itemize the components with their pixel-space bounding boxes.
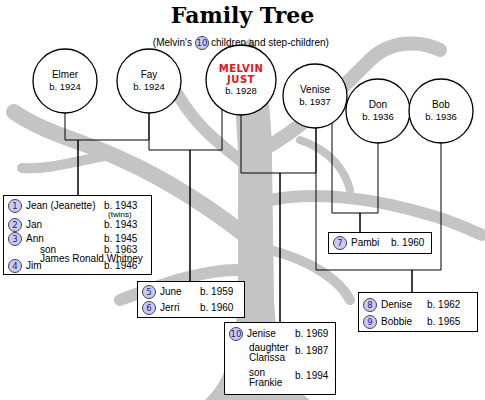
descent-line: [190, 109, 222, 281]
person-text: Ann: [26, 233, 44, 245]
person-text: b. 1962: [427, 299, 460, 311]
person-name: Fay: [141, 69, 158, 81]
person-text: Jean (Jeanette): [26, 200, 96, 212]
parent-circle: Bobb. 1936: [408, 78, 474, 144]
circle-outline: [346, 79, 410, 143]
person-text: Denise: [381, 299, 412, 311]
parent-circle: MELVIN JUSTb. 1928: [205, 44, 277, 116]
person-name: Don: [369, 99, 387, 111]
person-name: MELVIN JUST: [213, 63, 269, 85]
callout-number: 2: [8, 218, 22, 232]
person-text: Bobbie: [381, 316, 412, 328]
tree-branch: [300, 140, 350, 190]
person-text: b. 1943: [104, 219, 137, 231]
person-text: b. 1994: [295, 370, 328, 382]
person-text: b. 1987: [295, 345, 328, 357]
person-text: Jenise: [247, 328, 276, 340]
circle-outline: [117, 49, 181, 113]
person-text: b. 1959: [200, 286, 233, 298]
callout-number: 4: [8, 259, 22, 273]
person-text: Clarissa: [249, 352, 285, 364]
descent-line: [65, 113, 78, 195]
person-text: b. 1960: [391, 237, 424, 249]
person-name: Bob: [432, 99, 450, 111]
subtitle-text: (Melvin's: [100, 37, 192, 49]
children-box: 7 Pambi b. 1960: [328, 232, 432, 254]
birth-year: b. 1937: [299, 96, 331, 108]
descent-line: [412, 143, 441, 292]
title: Family Tree: [0, 2, 485, 28]
person-text: Jim: [26, 260, 42, 272]
person-text: Pambi: [351, 237, 379, 249]
circle-outline: [206, 45, 276, 115]
parent-circle: Veniseb. 1937: [282, 63, 348, 129]
circle-outline: [409, 79, 473, 143]
descent-line: [332, 123, 360, 232]
person-text: Jan: [26, 219, 42, 231]
birth-year: b. 1936: [362, 111, 394, 123]
descent-line: [360, 143, 378, 232]
callout-number: 10: [195, 36, 209, 50]
birth-year: b. 1924: [49, 81, 81, 93]
callout-number: 1: [8, 199, 22, 213]
tree-branch: [22, 155, 110, 168]
parent-circle: Elmerb. 1924: [32, 48, 98, 114]
circle-outline: [283, 64, 347, 128]
descent-line: [149, 113, 190, 281]
descent-line: [316, 128, 412, 292]
person-text: b. 1945: [104, 233, 137, 245]
children-box: 10Jeniseb. 1969daughterb. 1987Clarissaso…: [224, 322, 336, 395]
note-text: (twins): [108, 210, 132, 219]
birth-year: b. 1924: [133, 81, 165, 93]
callout-number: 5: [142, 285, 156, 299]
tree-branch: [270, 196, 482, 235]
person-text: Frankie: [249, 377, 282, 389]
person-text: Jerri: [160, 302, 179, 314]
person-text: b. 1969: [295, 328, 328, 340]
callout-number: 7: [333, 236, 347, 250]
descent-line: [241, 115, 280, 322]
callout-number: 6: [142, 301, 156, 315]
birth-year: b. 1936: [425, 111, 457, 123]
descent-line: [280, 128, 316, 322]
birth-year: b. 1928: [225, 85, 257, 97]
children-box: 1 Jean (Jeanette) b. 1943(twins) 2 Jan b. 194…: [3, 195, 152, 275]
person-name: Venise: [300, 84, 330, 96]
callout-number: 9: [363, 315, 377, 329]
subtitle-text: children and step-children): [211, 37, 329, 49]
person-text: b. 1965: [427, 316, 460, 328]
person-name: Elmer: [52, 69, 78, 81]
callout-number: 3: [8, 232, 22, 246]
circle-outline: [33, 49, 97, 113]
callout-number: 8: [363, 298, 377, 312]
person-text: b. 1960: [200, 302, 233, 314]
parent-circle: Fayb. 1924: [116, 48, 182, 114]
descent-line: [78, 113, 149, 195]
callout-number: 10: [229, 327, 243, 341]
person-text: June: [160, 286, 182, 298]
parent-circle: Donb. 1936: [345, 78, 411, 144]
children-box: 8 Denise b. 1962 9 Bobbie b. 1965: [358, 292, 478, 332]
tree-branch: [270, 250, 350, 300]
person-text: b. 1946: [104, 260, 137, 272]
children-box: 5 June b. 1959 6 Jerri b. 1960: [137, 281, 245, 318]
